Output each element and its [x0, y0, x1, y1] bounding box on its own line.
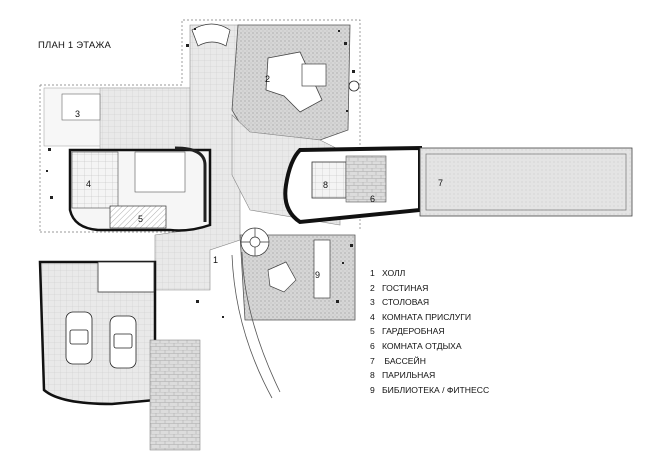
pool-water	[425, 153, 627, 211]
garage-upper-room	[97, 261, 155, 293]
coffee-table	[301, 63, 327, 87]
room-marker-5: 5	[138, 214, 143, 224]
room-marker-3: 3	[75, 109, 80, 119]
legend-text: БИБЛИОТЕКА / ФИТНЕСС	[382, 384, 490, 395]
car-left	[65, 311, 93, 365]
legend-item: 7 БАССЕЙН	[370, 354, 489, 369]
site-outline	[39, 19, 361, 233]
legend-num: 4	[370, 311, 375, 322]
pool-basin	[419, 147, 633, 217]
wardrobe	[109, 205, 167, 229]
room-marker-1: 1	[213, 255, 218, 265]
legend-num: 8	[370, 370, 375, 381]
legend-num: 5	[370, 326, 375, 337]
spiral-stair	[240, 227, 270, 257]
legend: 1 ХОЛЛ 2 ГОСТИНАЯ 3 СТОЛОВАЯ 4 КОМНАТА ПРИСЛ…	[370, 266, 489, 397]
room-marker-7: 7	[438, 178, 443, 188]
dining-rug	[61, 93, 101, 121]
legend-text: СТОЛОВАЯ	[382, 297, 430, 308]
legend-item: 1 ХОЛЛ	[370, 266, 489, 281]
legend-num: 9	[370, 384, 375, 395]
room-marker-6: 6	[370, 194, 375, 204]
legend-num: 1	[370, 268, 375, 278]
legend-text: КОМНАТА ОТДЫХА	[382, 340, 462, 351]
dining-floor	[99, 87, 199, 153]
path-curve-2	[241, 251, 281, 393]
legend-item: 4 КОМНАТА ПРИСЛУГИ	[370, 310, 489, 325]
legend-item: 8 ПАРИЛЬНАЯ	[370, 368, 489, 383]
legend-num: 2	[370, 282, 375, 293]
plan-title: ПЛАН 1 ЭТАЖА	[38, 40, 111, 51]
legend-text: БАССЕЙН	[382, 355, 426, 366]
legend-text: ГАРДЕРОБНАЯ	[382, 326, 445, 337]
legend-text: ГОСТИНАЯ	[382, 282, 429, 293]
sofa-shape	[265, 51, 323, 113]
legend-item: 5 ГАРДЕРОБНАЯ	[370, 324, 489, 339]
corridor-curve	[174, 146, 207, 222]
kitchen	[134, 151, 186, 193]
sauna-room	[311, 161, 347, 199]
library-seating	[267, 261, 297, 293]
legend-num: 3	[370, 297, 375, 308]
legend-item: 3 СТОЛОВАЯ	[370, 295, 489, 310]
driveway	[149, 339, 201, 451]
library-table	[313, 239, 331, 299]
legend-text: ХОЛЛ	[382, 268, 406, 278]
garage	[38, 260, 157, 406]
relax-area	[345, 155, 387, 203]
legend-text: ПАРИЛЬНАЯ	[382, 370, 436, 381]
top-stair	[191, 23, 231, 47]
legend-item: 6 КОМНАТА ОТДЫХА	[370, 339, 489, 354]
path-curve	[231, 254, 273, 399]
room-marker-4: 4	[86, 179, 91, 189]
legend-num: 6	[370, 340, 375, 351]
legend-num: 7	[370, 355, 375, 366]
room-marker-8: 8	[323, 180, 328, 190]
room-marker-9: 9	[315, 270, 320, 280]
room-markers: 1 2 3 4 5 6 7 8 9	[75, 74, 443, 280]
staff-room	[71, 151, 119, 209]
legend-item: 9 БИБЛИОТЕКА / ФИТНЕСС	[370, 383, 489, 398]
room-marker-2: 2	[265, 74, 270, 84]
legend-text: КОМНАТА ПРИСЛУГИ	[382, 311, 472, 322]
plantings	[46, 28, 360, 318]
car-right	[109, 315, 137, 369]
legend-item: 2 ГОСТИНАЯ	[370, 281, 489, 296]
